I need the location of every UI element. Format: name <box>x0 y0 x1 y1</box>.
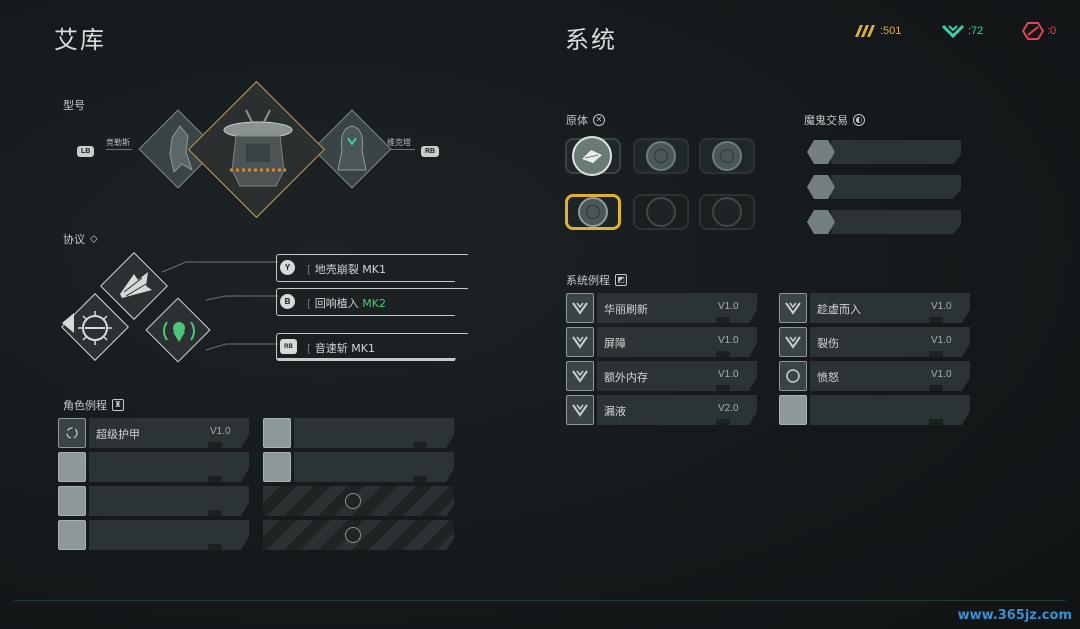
system-routine-2-version: V1.0 <box>718 335 739 346</box>
page-title-right: 系统 <box>565 26 617 54</box>
system-routine-4-version: V2.0 <box>718 403 739 414</box>
role-routine-slot-2[interactable] <box>58 452 249 482</box>
role-routine-slot-3[interactable] <box>58 486 249 516</box>
gold-stripes-icon <box>855 25 875 37</box>
lb-button[interactable]: LB <box>77 146 95 157</box>
gold-currency: :501 <box>853 24 901 38</box>
red-amount: :0 <box>1047 25 1057 37</box>
primordial-slot-6-locked <box>699 194 755 230</box>
protocol-slot-2-name: [ 回响植入 MK2 <box>307 297 386 310</box>
v-emblem-icon <box>572 336 588 349</box>
protocol-slot-3-name: [ 音速斩 MK1 <box>307 342 375 355</box>
lock-icon <box>345 527 361 543</box>
system-routine-6-name: 裂伤 <box>817 337 839 350</box>
protocol-slot-1-name: [ 地壳崩裂 MK1 <box>307 263 386 276</box>
system-routine-slot-1[interactable]: 华丽刷新 V1.0 <box>566 293 757 323</box>
green-amount: :72 <box>968 25 984 37</box>
green-v-icon <box>941 24 965 38</box>
right-model-name: 维克塔 <box>387 138 411 147</box>
role-routines-label: 角色例程 ♜ <box>63 397 124 413</box>
role-routine-1-name: 超级护甲 <box>96 428 140 441</box>
v-emblem-icon <box>572 404 588 417</box>
role-routines-icon: ♜ <box>112 399 124 411</box>
page-title-left: 艾库 <box>54 26 106 54</box>
role-routine-slot-6[interactable] <box>263 452 454 482</box>
system-routine-slot-6[interactable]: 裂伤 V1.0 <box>779 327 970 357</box>
gold-amount: :501 <box>880 25 902 37</box>
system-routine-slot-4[interactable]: 漏液 V2.0 <box>566 395 757 425</box>
v-emblem-icon <box>572 370 588 383</box>
primordial-slot-5-locked <box>633 194 689 230</box>
echo-implant-icon <box>163 321 195 342</box>
system-routine-5-version: V1.0 <box>931 301 952 312</box>
watermark: www.365jz.com <box>957 608 1072 623</box>
system-routine-1-version: V1.0 <box>718 301 739 312</box>
v-emblem-icon <box>785 336 801 349</box>
role-routine-1-version: V1.0 <box>210 426 231 437</box>
primordial-emblem-icon <box>582 150 602 163</box>
crust-break-icon <box>120 272 152 298</box>
protocol-slot-2[interactable]: B [ 回响植入 MK2 <box>276 288 468 316</box>
rb-button-icon: RB <box>280 339 297 354</box>
model-label: 型号 <box>63 99 85 112</box>
right-connector <box>387 149 415 150</box>
primordial-icon: ✕ <box>593 114 605 126</box>
system-routine-3-version: V1.0 <box>718 369 739 380</box>
b-button-icon: B <box>280 294 295 309</box>
role-routine-slot-5[interactable] <box>263 418 454 448</box>
green-currency: :72 <box>941 24 983 38</box>
role-routine-slot-4[interactable] <box>58 520 249 550</box>
system-routines-icon: ◩ <box>615 274 627 286</box>
system-routine-4-name: 漏液 <box>604 405 626 418</box>
rb-button[interactable]: RB <box>421 146 440 157</box>
system-routine-slot-8[interactable] <box>779 395 970 425</box>
v-emblem-icon <box>572 302 588 315</box>
system-routine-slot-3[interactable]: 额外内存 V1.0 <box>566 361 757 391</box>
primordial-slot-1[interactable] <box>565 136 621 176</box>
left-model-figure-icon <box>169 125 193 173</box>
protocol-label: 协议 ⬦ <box>63 232 98 246</box>
system-routine-7-version: V1.0 <box>931 369 952 380</box>
system-routine-slot-2[interactable]: 屏障 V1.0 <box>566 327 757 357</box>
left-connector <box>106 149 132 150</box>
lock-icon <box>345 493 361 509</box>
right-model-figure-icon <box>337 125 367 171</box>
primordial-slot-3[interactable] <box>699 138 755 174</box>
y-button-icon: Y <box>280 260 295 275</box>
primordial-label: 原体 ✕ <box>566 112 605 128</box>
footer-divider <box>14 600 1066 601</box>
selected-model-figure-icon <box>223 109 293 187</box>
system-routine-2-name: 屏障 <box>604 337 626 350</box>
primordial-slot-4[interactable] <box>565 194 621 230</box>
protocol-connectors <box>161 261 278 351</box>
protocol-info-icon: ⬦ <box>90 232 98 245</box>
system-routine-slot-5[interactable]: 趁虚而入 V1.0 <box>779 293 970 323</box>
system-routines-label: 系统例程 ◩ <box>566 272 627 288</box>
red-hex-icon <box>1022 22 1044 40</box>
v-emblem-icon <box>785 302 801 315</box>
sonic-slash-icon <box>78 311 112 345</box>
left-model-name: 竞勒斯 <box>106 138 130 147</box>
demon-deal-label: 魔鬼交易 ◐ <box>804 112 865 128</box>
super-armor-icon <box>66 427 78 439</box>
demon-deal-icon: ◐ <box>853 114 865 126</box>
red-currency: :0 <box>1022 22 1056 40</box>
system-routine-5-name: 趁虚而入 <box>817 303 861 316</box>
primordial-slot-2[interactable] <box>633 138 689 174</box>
system-routine-3-name: 额外内存 <box>604 371 648 384</box>
system-routine-6-version: V1.0 <box>931 335 952 346</box>
role-routine-slot-1[interactable]: 超级护甲 V1.0 <box>58 418 249 448</box>
system-routine-slot-7[interactable]: 愤怒 V1.0 <box>779 361 970 391</box>
protocol-slot-3[interactable]: RB [ 音速斩 MK1 <box>276 333 468 361</box>
system-routine-7-name: 愤怒 <box>817 371 839 384</box>
circle-outline-icon <box>786 369 800 383</box>
system-routine-1-name: 华丽刷新 <box>604 303 648 316</box>
protocol-slot-1[interactable]: Y [ 地壳崩裂 MK1 <box>276 254 468 282</box>
